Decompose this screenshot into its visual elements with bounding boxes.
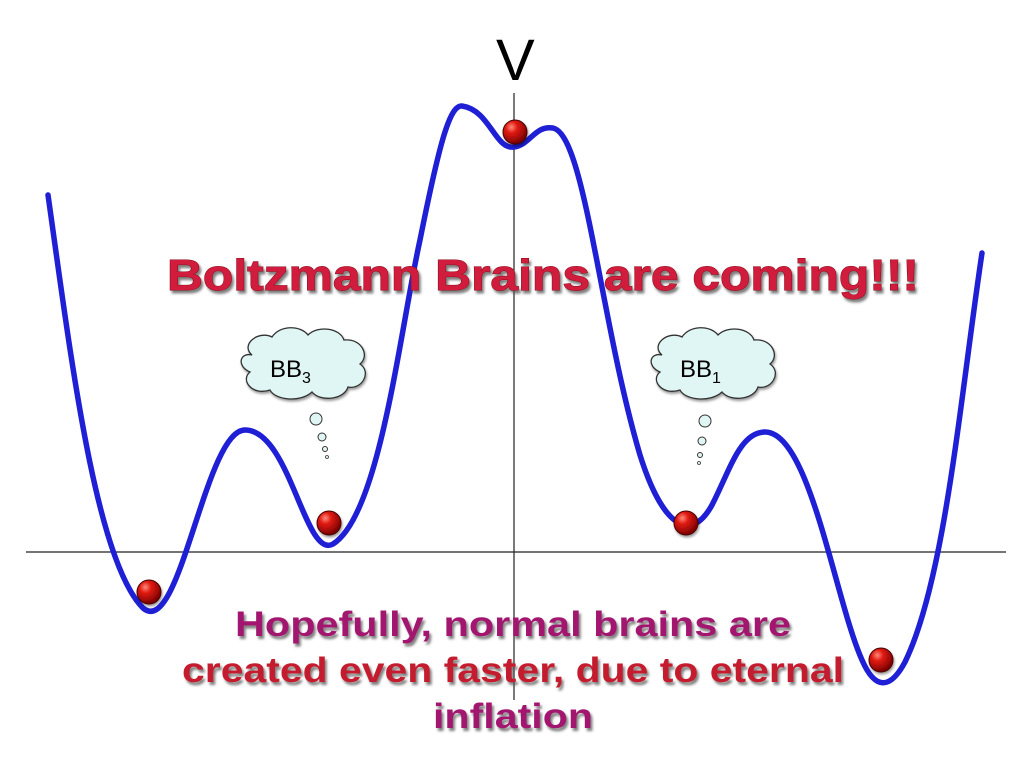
thought-dot	[698, 414, 712, 428]
bubble-right-main: BB	[680, 356, 712, 383]
ball-left-global-min	[136, 579, 162, 605]
thought-dot	[697, 436, 707, 446]
ball-false-vacuum-top	[502, 119, 528, 145]
y-axis-label: V	[496, 28, 535, 93]
thought-dot	[697, 452, 703, 458]
headline-text: Boltzmann Brains are coming!!!	[167, 251, 919, 300]
caption-line-1: Hopefully, normal brains are	[235, 605, 791, 644]
bubble-left-subscript: 3	[302, 370, 311, 387]
thought-dot	[309, 412, 323, 426]
potential-curve	[45, 103, 985, 686]
bubble-left-label: BB3	[270, 356, 311, 387]
thought-dot	[322, 446, 328, 452]
ball-left-local-min	[316, 510, 342, 536]
thought-dot	[317, 432, 327, 442]
caption-line-2: created even faster, due to eternal	[182, 651, 844, 690]
thought-bubble-left: BB3	[240, 327, 366, 459]
caption-line-3: inflation	[433, 697, 593, 736]
bubble-right-label: BB1	[680, 356, 721, 387]
thought-dot	[697, 461, 701, 465]
thought-bubble-right: BB1	[650, 327, 776, 465]
cloud-shape	[240, 327, 366, 400]
thought-dot	[325, 455, 329, 459]
ball-right-global-min	[868, 647, 894, 673]
bubble-left-main: BB	[270, 356, 302, 383]
ball-right-local-min	[673, 510, 699, 536]
cloud-shape	[650, 327, 776, 400]
bubble-right-subscript: 1	[712, 370, 721, 387]
